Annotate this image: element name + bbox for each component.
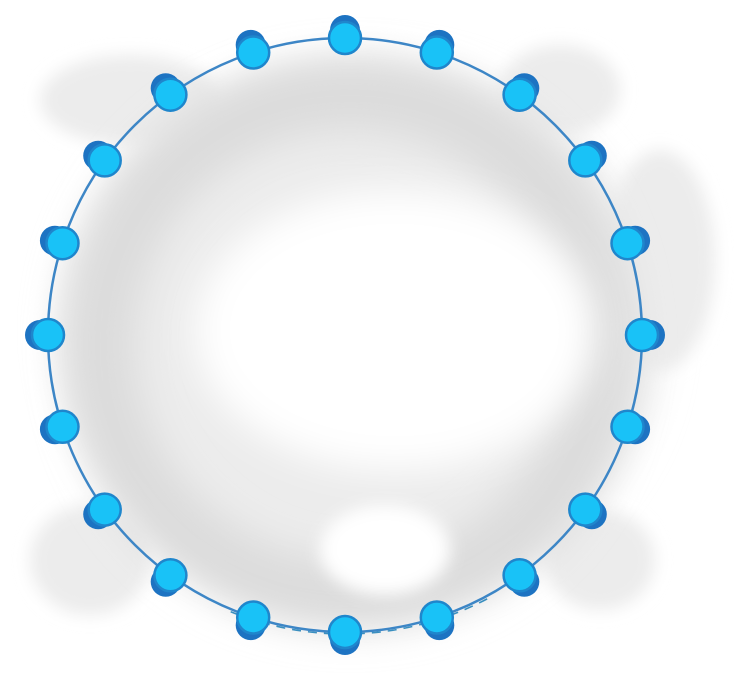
node-dot [45,409,80,445]
node [624,317,665,353]
node-dot [624,317,660,353]
node [235,29,271,70]
node-dot [45,225,80,261]
cloud-bottom-right [545,510,655,610]
node-dot [327,614,363,650]
node [419,29,455,70]
node [568,492,607,530]
node [568,140,607,178]
node-dot [610,409,645,445]
node [610,409,651,445]
nodes-group [25,15,665,655]
cloud-bottom-left [30,505,150,615]
node [39,409,80,445]
node [25,317,66,353]
node [502,558,540,597]
node [610,225,651,261]
node [235,600,271,641]
cloud-rim [65,60,635,630]
node-dot [235,35,271,70]
node-dot [87,492,122,527]
node [39,225,80,261]
node-dot [568,143,603,178]
node-dot [30,317,66,353]
node-dot [153,558,188,593]
node [327,15,363,56]
background-cloud [30,45,715,630]
node-dot [419,35,455,70]
cloud-bottom-hole [320,505,450,595]
node-dot [235,600,271,635]
node-dot [419,600,455,635]
node-dot [327,20,363,56]
node [502,73,540,112]
node [83,492,122,530]
cloud-top-right [500,45,620,135]
node [327,614,363,655]
node [150,558,188,597]
node [83,140,122,178]
node-dot [568,492,603,527]
node-dot [502,558,537,593]
node-dot [87,143,122,178]
node [150,73,188,112]
node-dot [502,77,537,112]
node-dot [153,77,188,112]
node-dot [610,225,645,261]
cloud-center [195,190,595,470]
node [419,600,455,641]
